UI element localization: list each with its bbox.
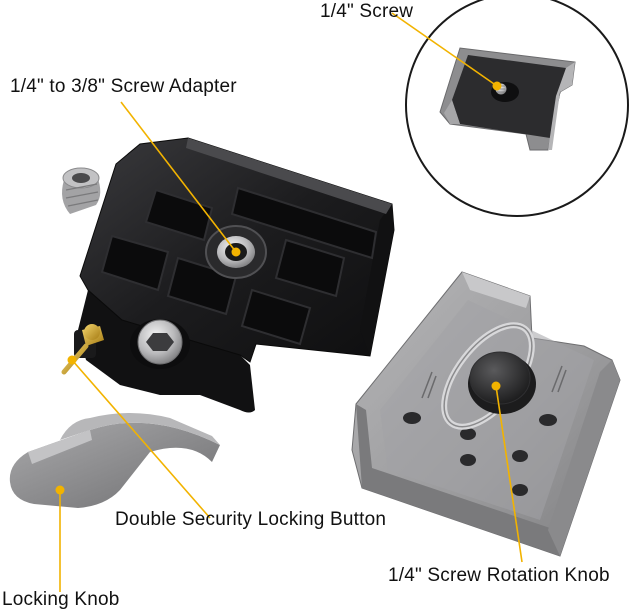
label-locking-knob: Locking Knob (2, 589, 120, 610)
callout-line-adapter (120, 101, 237, 253)
rotation-knob (468, 351, 536, 414)
callout-line-rotation (495, 385, 523, 563)
label-screw-adapter: 1/4" to 3/8" Screw Adapter (10, 76, 237, 97)
callout-dot-double (67, 355, 77, 365)
label-screw: 1/4" Screw (320, 1, 414, 22)
callout-line-screw (391, 12, 498, 87)
callout-dot-knob (55, 485, 65, 495)
callout-dot-screw (492, 81, 502, 91)
clamp-body (61, 137, 395, 413)
inset-circle (405, 0, 629, 217)
callout-line-double (71, 359, 211, 519)
plate-holes (403, 412, 557, 496)
callout-lines (59, 12, 523, 592)
callout-dots (55, 81, 502, 495)
inset-plate (439, 47, 576, 151)
label-double-security-button: Double Security Locking Button (115, 509, 387, 530)
hex-socket-screw (130, 319, 190, 369)
quick-release-plate (351, 271, 621, 557)
screw-adapter (62, 167, 101, 214)
callout-dot-adapter (231, 247, 241, 257)
plate-engraving (421, 365, 567, 399)
label-rotation-knob: 1/4" Screw Rotation Knob (388, 565, 610, 586)
callout-dot-rotation (491, 381, 501, 391)
